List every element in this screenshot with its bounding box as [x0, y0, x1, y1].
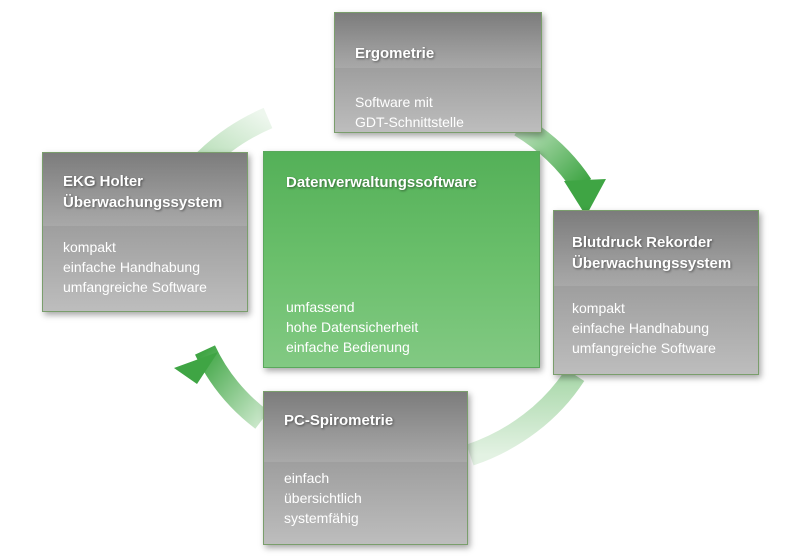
box-ekg-title-line1: EKG Holter — [63, 173, 144, 190]
box-ekg-title: EKG Holter Überwachungssystem — [63, 171, 222, 213]
box-ekg-lines: kompakt einfache Handhabung umfangreiche… — [63, 237, 207, 297]
box-datenverwaltung-lines: umfassend hohe Datensicherheit einfache … — [286, 297, 418, 357]
box-ergometrie-title: Ergometrie — [355, 45, 435, 62]
box-ergometrie: Ergometrie Software mit GDT-Schnittstell… — [334, 12, 542, 133]
box-spirometrie-line: systemfähig — [284, 510, 359, 526]
box-ergometrie-line: GDT-Schnittstelle — [355, 114, 464, 130]
box-ergometrie-line: Software mit — [355, 94, 433, 110]
box-blutdruck-line: einfache Handhabung — [572, 320, 710, 336]
box-blutdruck-line: kompakt — [572, 300, 625, 316]
box-spirometrie: PC-Spirometrie einfach übersichtlich sys… — [263, 391, 468, 545]
box-spirometrie-lines: einfach übersichtlich systemfähig — [284, 468, 362, 528]
box-blutdruck-title-line2: Überwachungssystem — [572, 255, 732, 272]
box-datenverwaltung-line: umfassend — [286, 299, 355, 315]
box-ekg-line: kompakt — [63, 239, 116, 255]
box-spirometrie-line: übersichtlich — [284, 490, 362, 506]
arc-bottom-right — [466, 368, 585, 466]
box-ekg-line: einfache Handhabung — [63, 259, 201, 275]
box-datenverwaltung-line: hohe Datensicherheit — [286, 319, 419, 335]
box-datenverwaltung-line: einfache Bedienung — [286, 339, 410, 355]
arrow-head-right — [564, 179, 606, 216]
box-ekg-holter: EKG Holter Überwachungssystem kompakt ei… — [42, 152, 248, 312]
box-ekg-title-line2: Überwachungssystem — [63, 194, 223, 211]
box-blutdruck-title-line1: Blutdruck Rekorder — [572, 234, 713, 251]
box-blutdruck-line: umfangreiche Software — [572, 340, 716, 356]
arrow-head-left — [174, 352, 218, 384]
box-ekg-line: umfangreiche Software — [63, 279, 207, 295]
box-spirometrie-title: PC-Spirometrie — [284, 412, 394, 429]
box-datenverwaltung: Datenverwaltungssoftware umfassend hohe … — [263, 151, 540, 368]
box-ergometrie-lines: Software mit GDT-Schnittstelle — [355, 92, 464, 132]
box-spirometrie-line: einfach — [284, 470, 330, 486]
box-blutdruck-lines: kompakt einfache Handhabung umfangreiche… — [572, 298, 716, 358]
arc-bottom-left — [195, 345, 269, 429]
box-blutdruck: Blutdruck Rekorder Überwachungssystem ko… — [553, 210, 759, 375]
box-datenverwaltung-title: Datenverwaltungssoftware — [286, 174, 477, 191]
box-blutdruck-title: Blutdruck Rekorder Überwachungssystem — [572, 232, 731, 274]
